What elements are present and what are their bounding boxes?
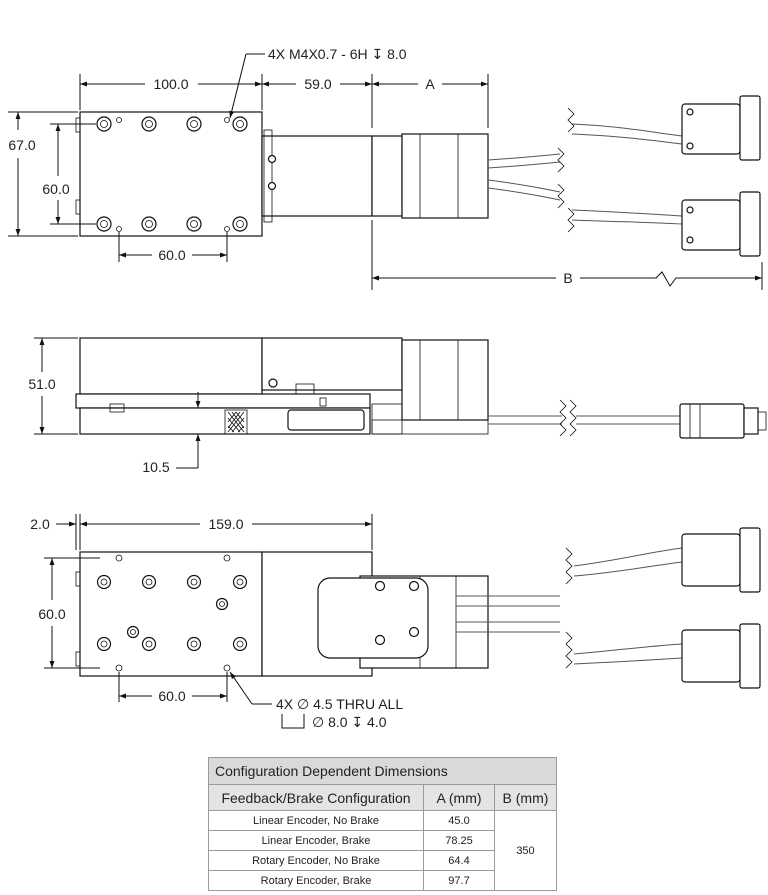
bottom-holes xyxy=(96,554,248,672)
row-a: 78.25 xyxy=(423,830,495,851)
side-motor xyxy=(401,339,489,421)
side-body xyxy=(261,337,403,391)
row-a: 64.4 xyxy=(423,850,495,871)
top-motor xyxy=(401,133,489,219)
row-b: 350 xyxy=(494,810,557,891)
top-view: 100.0 59.0 A 4X M4X0.7 - 6H ↧ 8.0 67.0 6… xyxy=(8,46,763,290)
table-row: Linear Encoder, No Brake 45.0 350 xyxy=(208,810,557,891)
top-connector-lower xyxy=(681,191,761,257)
dim-60-bottom-vertical: 60.0 xyxy=(38,606,65,622)
header-b: B (mm) xyxy=(494,784,557,811)
top-mounting-holes xyxy=(96,116,248,232)
callout-thread: 4X M4X0.7 - 6H ↧ 8.0 xyxy=(268,46,407,62)
row-config: Rotary Encoder, No Brake xyxy=(208,850,424,871)
dim-60-top-horizontal: 60.0 xyxy=(158,247,185,263)
table-row: Rotary Encoder, Brake 97.7 xyxy=(208,870,557,891)
row-config: Rotary Encoder, Brake xyxy=(208,870,424,891)
dim-2: 2.0 xyxy=(30,516,50,532)
top-base xyxy=(261,135,373,217)
bottom-view: 2.0 159.0 60.0 60.0 4X ∅ 4.5 THRU ALL ∅ … xyxy=(30,514,761,730)
counterbore-icon xyxy=(281,714,305,729)
header-a: A (mm) xyxy=(423,784,495,811)
row-config: Linear Encoder, Brake xyxy=(208,830,424,851)
dim-a: A xyxy=(425,76,435,92)
dim-60-bottom-horizontal: 60.0 xyxy=(158,688,185,704)
dim-159: 159.0 xyxy=(208,516,243,532)
row-a: 97.7 xyxy=(423,870,495,891)
side-bearing xyxy=(224,409,248,435)
table-title: Configuration Dependent Dimensions xyxy=(208,757,557,785)
dim-10-5: 10.5 xyxy=(142,459,169,475)
row-config: Linear Encoder, No Brake xyxy=(208,810,424,831)
dim-100: 100.0 xyxy=(153,76,188,92)
dim-b: B xyxy=(563,270,572,286)
header-config: Feedback/Brake Configuration xyxy=(208,784,424,811)
top-motor-flange xyxy=(371,135,403,217)
row-a: 45.0 xyxy=(423,810,495,831)
bottom-plate xyxy=(79,551,263,677)
dim-51: 51.0 xyxy=(28,376,55,392)
dim-60-top-vertical: 60.0 xyxy=(42,181,69,197)
top-connector-upper xyxy=(681,95,761,161)
callout-hole-2: ∅ 8.0 ↧ 4.0 xyxy=(312,714,387,730)
bottom-bracket xyxy=(317,577,429,659)
callout-hole-1: 4X ∅ 4.5 THRU ALL xyxy=(276,696,403,712)
side-view: 51.0 10.5 xyxy=(28,337,767,475)
dim-67: 67.0 xyxy=(8,137,35,153)
top-carriage xyxy=(79,111,263,237)
bottom-connector-lower xyxy=(681,623,761,689)
config-dimensions-table: Configuration Dependent Dimensions Feedb… xyxy=(208,757,557,891)
bottom-connector-upper xyxy=(681,527,761,593)
side-carriage xyxy=(79,337,263,395)
dim-59: 59.0 xyxy=(304,76,331,92)
side-connector xyxy=(679,403,767,439)
